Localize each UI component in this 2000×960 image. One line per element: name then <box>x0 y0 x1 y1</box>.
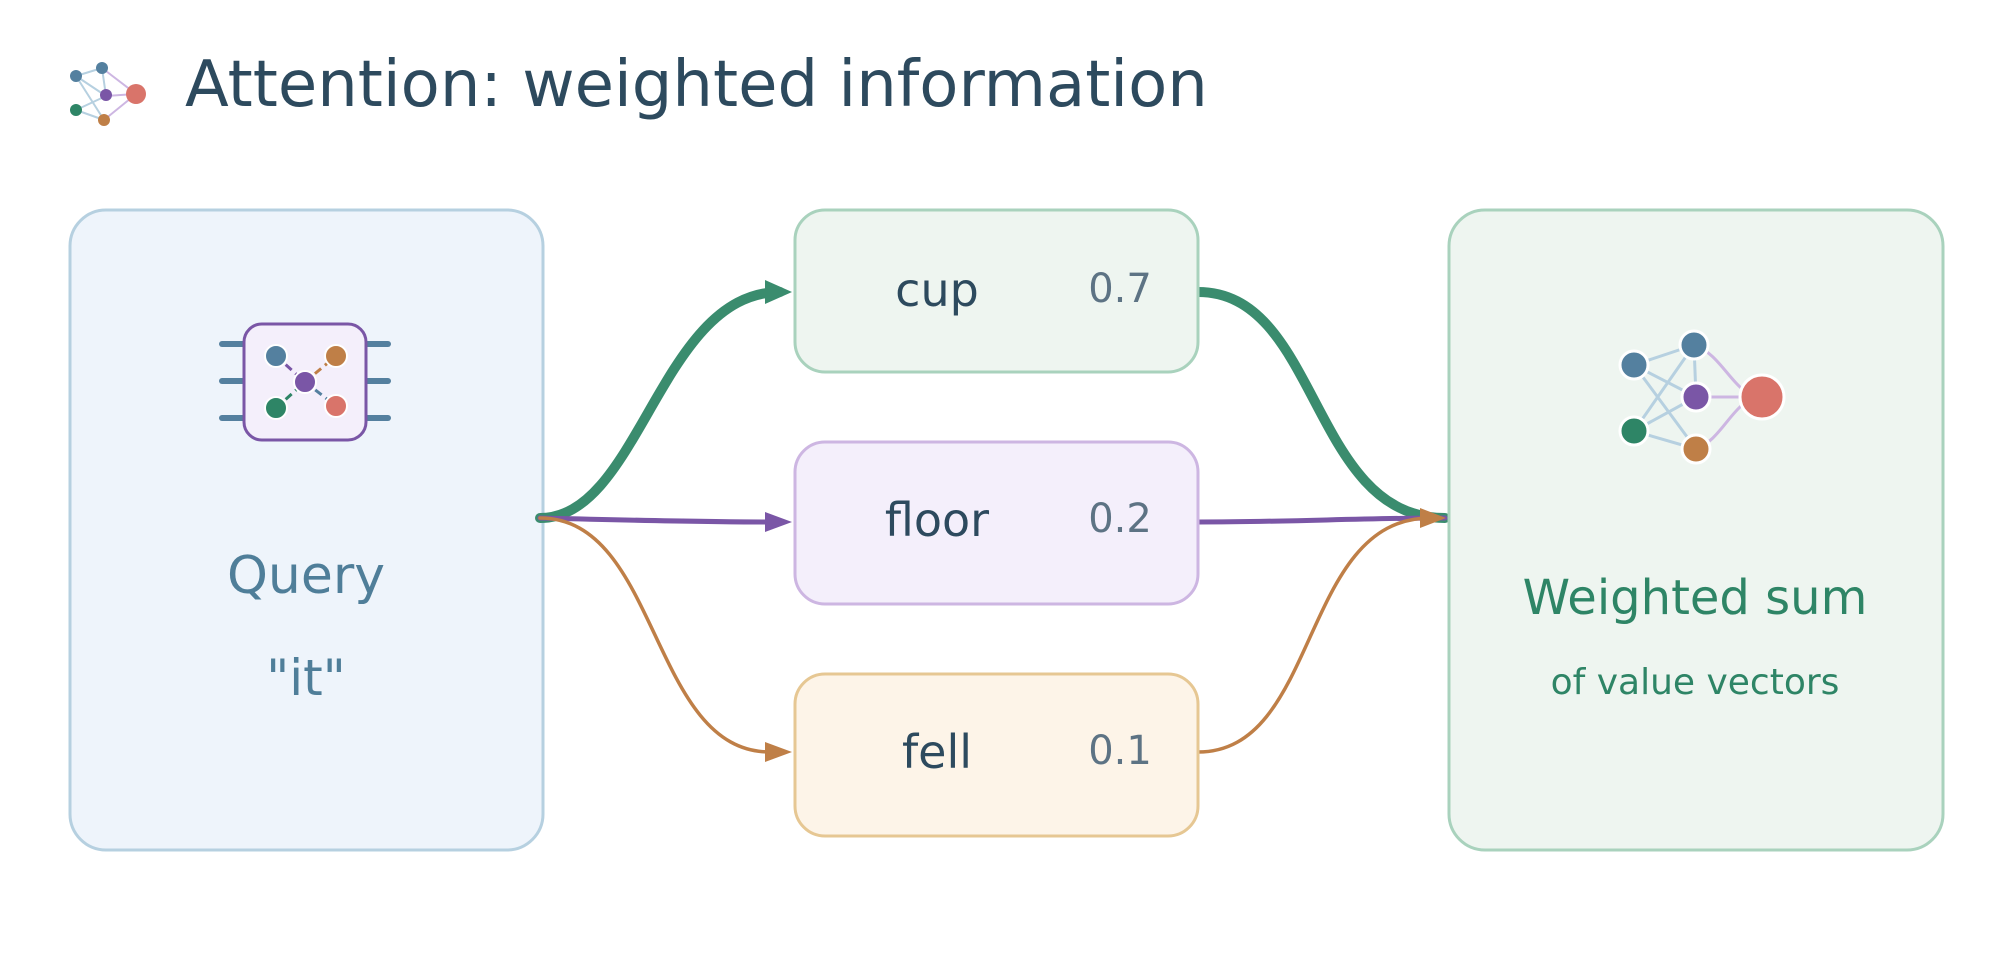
arrowhead-cup <box>765 280 792 304</box>
edge-query-floor <box>537 515 773 525</box>
network-icon <box>70 62 146 126</box>
edge-query-cup <box>535 287 785 523</box>
arrowhead-output <box>1420 508 1446 528</box>
arrowhead-fell <box>765 742 792 762</box>
key-box-fell: fell 0.1 <box>793 672 1200 838</box>
query-box <box>68 208 545 852</box>
key-word: cup <box>895 263 979 317</box>
arrowhead-floor <box>765 512 792 532</box>
query-label: Query <box>227 546 385 606</box>
key-word: fell <box>902 725 972 779</box>
key-weight: 0.1 <box>1088 728 1152 774</box>
output-box <box>1447 208 1945 852</box>
page-title: Attention: weighted information <box>185 48 1208 122</box>
network-icon <box>1618 329 1786 465</box>
edge-fell-output <box>1196 516 1432 754</box>
attention-chip-icon <box>219 322 391 442</box>
output-sublabel: of value vectors <box>1551 662 1840 703</box>
key-box-cup: cup 0.7 <box>793 208 1200 374</box>
key-weight: 0.7 <box>1088 266 1152 312</box>
key-weight: 0.2 <box>1088 496 1152 542</box>
output-label: Weighted sum <box>1523 570 1868 626</box>
edge-query-fell <box>538 516 772 754</box>
key-word: floor <box>885 493 989 547</box>
query-token: "it" <box>266 649 346 707</box>
edge-cup-output <box>1193 287 1450 523</box>
key-box-floor: floor 0.2 <box>793 440 1200 606</box>
